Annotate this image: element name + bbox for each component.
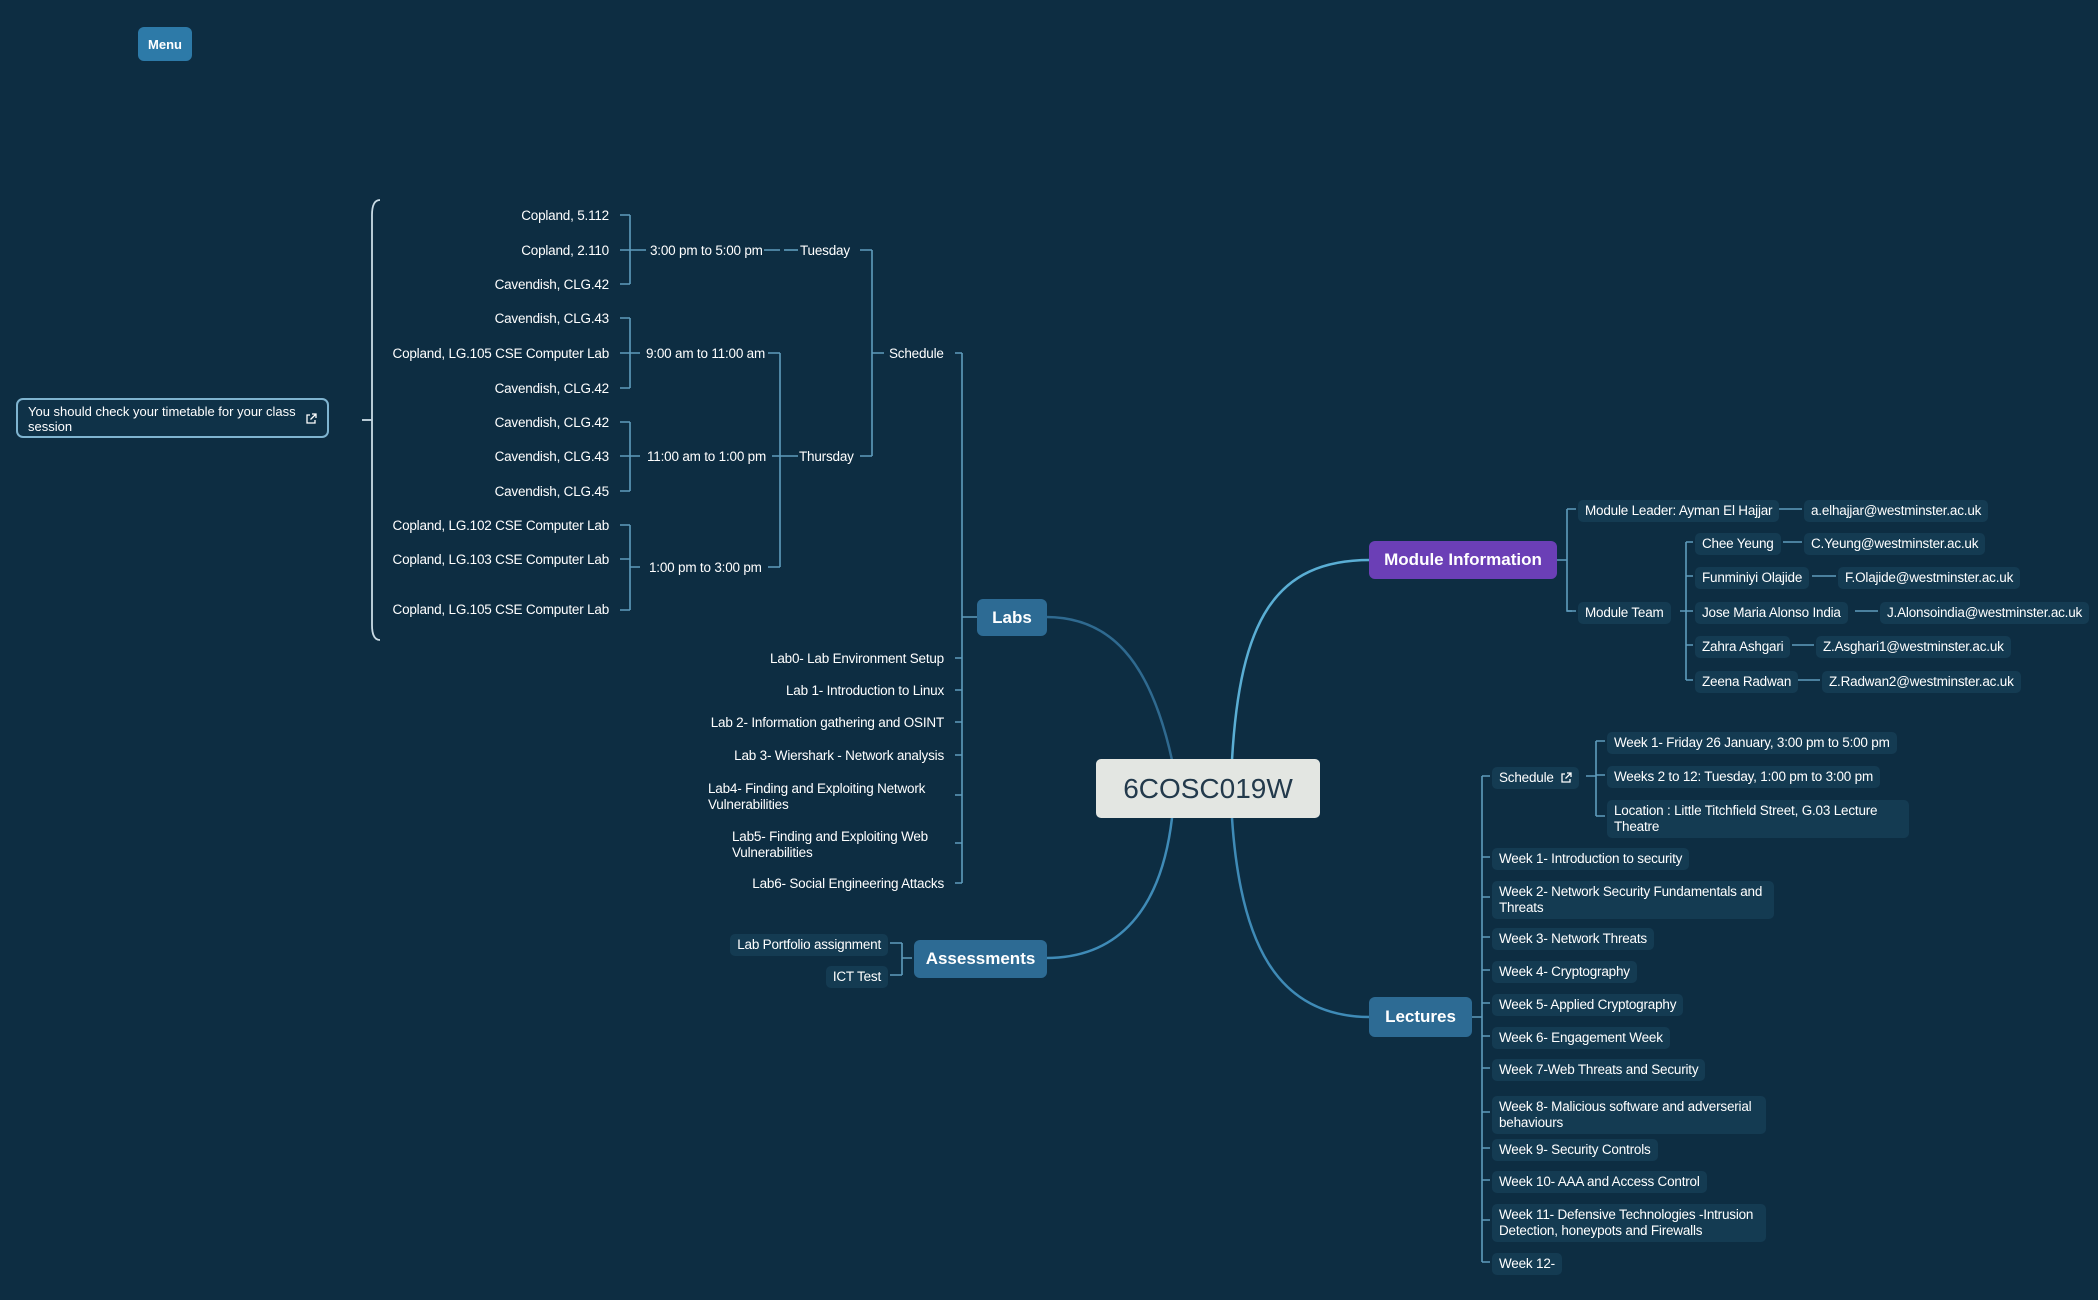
lecture-week[interactable]: Week 10- AAA and Access Control — [1492, 1171, 1707, 1193]
team-member-email[interactable]: Z.Radwan2@westminster.ac.uk — [1822, 671, 2021, 693]
team-member-email[interactable]: J.Alonsoindia@westminster.ac.uk — [1880, 602, 2090, 624]
team-member[interactable]: Funminiyi Olajide — [1695, 567, 1810, 589]
day-tuesday[interactable]: Tuesday — [800, 243, 850, 258]
lab-room[interactable]: Copland, 2.110 — [521, 243, 609, 258]
external-link-icon[interactable] — [305, 413, 317, 425]
lab-room[interactable]: Copland, LG.105 CSE Computer Lab — [392, 602, 610, 617]
lab-room[interactable]: Cavendish, CLG.42 — [494, 381, 610, 396]
lecture-week[interactable]: Week 12- — [1492, 1253, 1562, 1275]
time-slot[interactable]: 1:00 pm to 3:00 pm — [649, 560, 762, 575]
lecture-week[interactable]: Week 2- Network Security Fundamentals an… — [1492, 881, 1774, 919]
lecture-week[interactable]: Week 11- Defensive Technologies -Intrusi… — [1492, 1204, 1766, 1242]
lab-room[interactable]: Copland, 5.112 — [521, 208, 609, 223]
module-leader-email[interactable]: a.elhajjar@westminster.ac.uk — [1804, 500, 1989, 522]
time-slot[interactable]: 11:00 am to 1:00 pm — [647, 449, 767, 464]
team-member[interactable]: Zeena Radwan — [1695, 671, 1799, 693]
lecture-week[interactable]: Week 6- Engagement Week — [1492, 1027, 1670, 1049]
lecture-week[interactable]: Week 7-Web Threats and Security — [1492, 1059, 1706, 1081]
lab-room[interactable]: Cavendish, CLG.43 — [494, 311, 610, 326]
lecture-week[interactable]: Week 8- Malicious software and adverseri… — [1492, 1096, 1766, 1134]
lecture-schedule-label: Schedule — [1499, 770, 1554, 785]
lecture-week[interactable]: Week 4- Cryptography — [1492, 961, 1637, 983]
team-member[interactable]: Jose Maria Alonso India — [1695, 602, 1848, 624]
lab-item[interactable]: Lab 2- Information gathering and OSINT — [710, 715, 944, 730]
lab-item[interactable]: Lab 1- Introduction to Linux — [785, 683, 944, 698]
labs-schedule[interactable]: Schedule — [889, 346, 944, 361]
lecture-schedule-item[interactable]: Location : Little Titchfield Street, G.0… — [1607, 800, 1909, 838]
lab-item[interactable]: Lab5- Finding and Exploiting Web Vulnera… — [732, 829, 928, 860]
lecture-schedule-item[interactable]: Week 1- Friday 26 January, 3:00 pm to 5:… — [1607, 732, 1897, 754]
module-information-node[interactable]: Module Information — [1369, 541, 1557, 579]
team-member-email[interactable]: F.Olajide@westminster.ac.uk — [1838, 567, 2021, 589]
time-slot[interactable]: 3:00 pm to 5:00 pm — [650, 243, 763, 258]
lecture-week[interactable]: Week 3- Network Threats — [1492, 928, 1654, 950]
lab-room[interactable]: Cavendish, CLG.42 — [494, 277, 610, 292]
team-member-email[interactable]: Z.Asghari1@westminster.ac.uk — [1816, 636, 2011, 658]
timetable-note[interactable]: You should check your timetable for your… — [16, 398, 329, 438]
timetable-note-text: You should check your timetable for your… — [28, 404, 296, 434]
assessments-node[interactable]: Assessments — [914, 940, 1047, 978]
module-team[interactable]: Module Team — [1578, 602, 1671, 624]
labs-node[interactable]: Labs — [977, 599, 1047, 636]
assessment-item[interactable]: ICT Test — [825, 966, 888, 988]
team-member-email[interactable]: C.Yeung@westminster.ac.uk — [1804, 533, 1986, 555]
lecture-schedule[interactable]: Schedule — [1492, 767, 1579, 789]
lecture-week[interactable]: Week 5- Applied Cryptography — [1492, 994, 1684, 1016]
team-member[interactable]: Chee Yeung — [1695, 533, 1781, 555]
module-leader[interactable]: Module Leader: Ayman El Hajjar — [1578, 500, 1780, 522]
lab-item[interactable]: Lab6- Social Engineering Attacks — [752, 876, 944, 891]
day-thursday[interactable]: Thursday — [799, 449, 854, 464]
lab-room[interactable]: Cavendish, CLG.45 — [494, 484, 610, 499]
lab-room[interactable]: Copland, LG.105 CSE Computer Lab — [392, 346, 610, 361]
lab-room[interactable]: Cavendish, CLG.43 — [494, 449, 610, 464]
lab-room[interactable]: Copland, LG.102 CSE Computer Lab — [392, 518, 610, 533]
menu-button[interactable]: Menu — [138, 27, 192, 61]
central-topic[interactable]: 6COSC019W — [1096, 759, 1320, 818]
lab-item[interactable]: Lab0- Lab Environment Setup — [770, 651, 944, 666]
time-slot[interactable]: 9:00 am to 11:00 am — [646, 346, 766, 361]
lab-room[interactable]: Cavendish, CLG.42 — [494, 415, 610, 430]
team-member[interactable]: Zahra Ashgari — [1695, 636, 1791, 658]
lecture-schedule-item[interactable]: Weeks 2 to 12: Tuesday, 1:00 pm to 3:00 … — [1607, 766, 1881, 788]
lab-room[interactable]: Copland, LG.103 CSE Computer Lab — [392, 552, 610, 567]
assessment-item[interactable]: Lab Portfolio assignment — [730, 934, 888, 956]
lecture-week[interactable]: Week 1- Introduction to security — [1492, 848, 1690, 870]
lecture-week[interactable]: Week 9- Security Controls — [1492, 1139, 1658, 1161]
lab-item[interactable]: Lab 3- Wiershark - Network analysis — [734, 748, 944, 763]
lectures-node[interactable]: Lectures — [1369, 997, 1472, 1037]
external-link-icon[interactable] — [1560, 772, 1572, 784]
lab-item[interactable]: Lab4- Finding and Exploiting Network Vul… — [708, 781, 926, 812]
